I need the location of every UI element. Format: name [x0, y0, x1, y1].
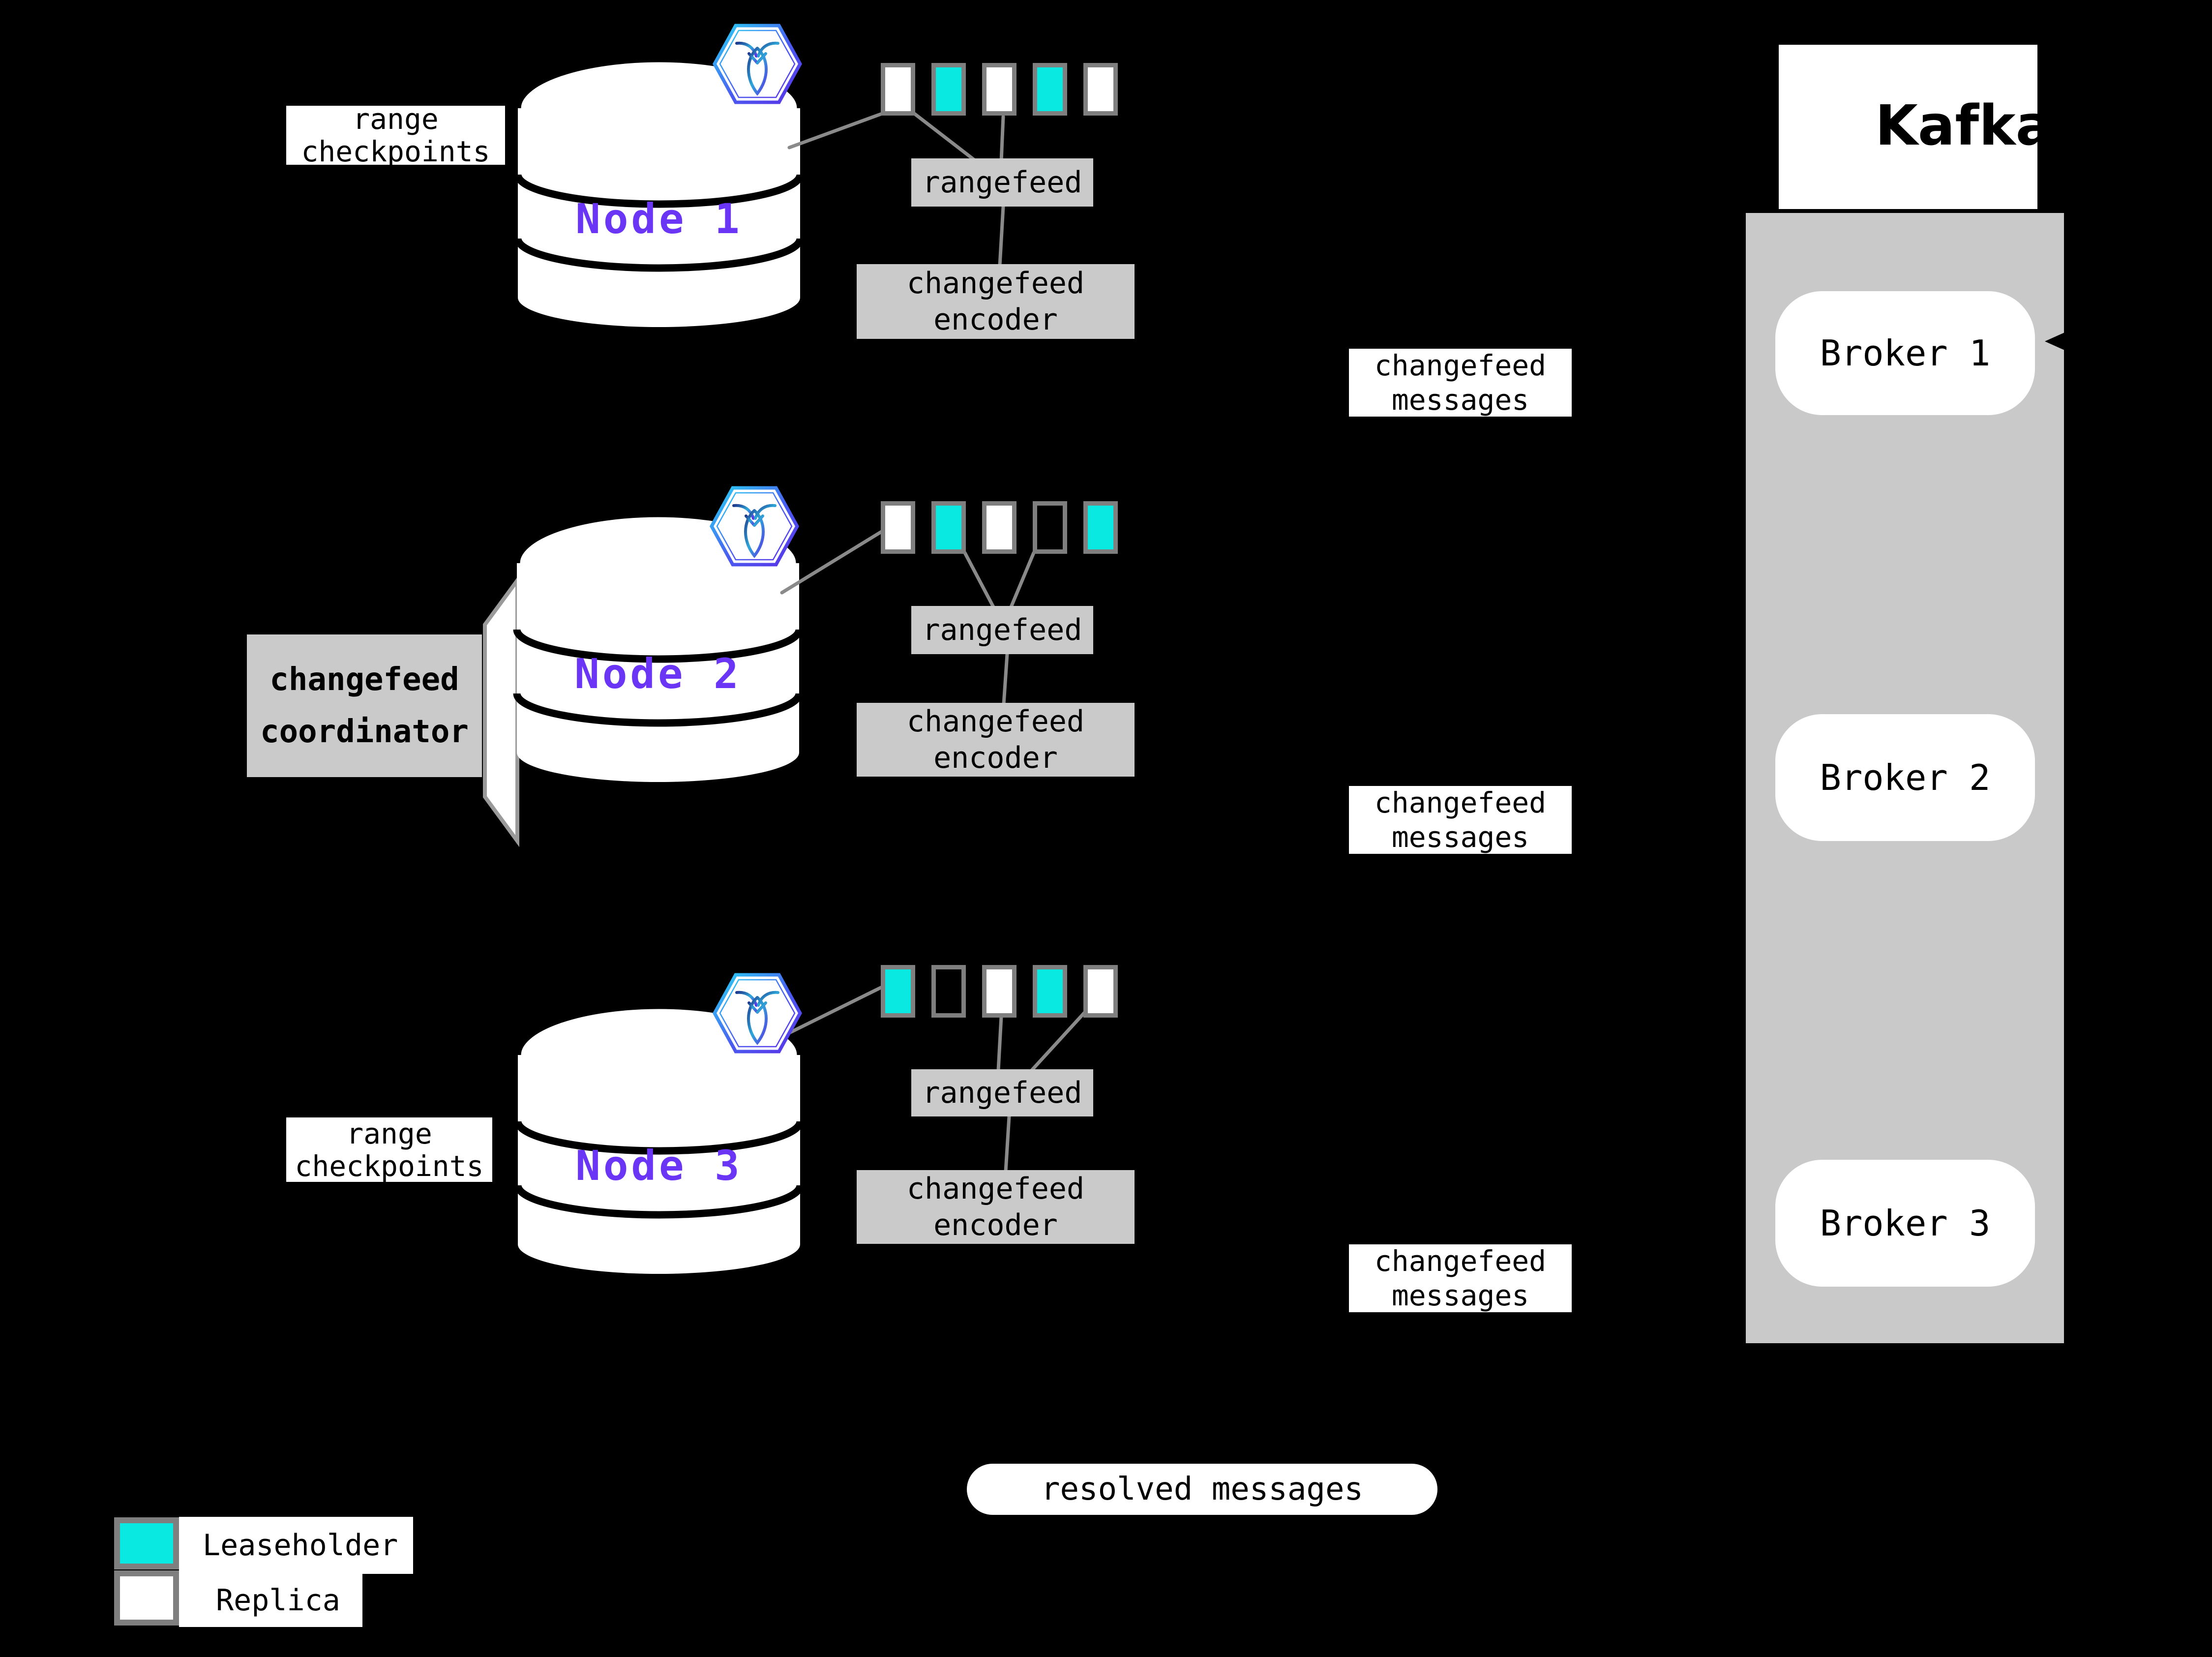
legend-leaseholder-label: Leaseholder — [179, 1517, 413, 1574]
range-rect — [881, 965, 915, 1018]
kafka-brand-box: Kafka — [1779, 45, 2053, 209]
range-checkpoints-label-bottom: range checkpoints — [286, 1117, 492, 1182]
range-rect — [982, 501, 1016, 554]
connector-lines — [780, 111, 1087, 1174]
resolved-messages-label: resolved messages — [967, 1464, 1437, 1515]
range-rect — [1083, 63, 1118, 116]
range-rect — [1033, 63, 1067, 116]
encoder-line2: encoder — [933, 302, 1058, 337]
legend-replica-swatch — [114, 1570, 179, 1626]
rangefeed-box: rangefeed — [911, 1069, 1093, 1116]
range-rect — [982, 63, 1016, 116]
range-rect — [982, 965, 1016, 1018]
changefeed-encoder-box: changefeed encoder — [857, 703, 1135, 777]
range-rect — [931, 63, 966, 116]
encoder-line1: changefeed — [906, 1172, 1085, 1206]
rangefeed-box: rangefeed — [911, 606, 1093, 654]
messages-line2: messages — [1391, 383, 1529, 417]
encoder-line1: changefeed — [906, 266, 1085, 301]
changefeed-encoder-box: changefeed encoder — [857, 264, 1135, 339]
messages-line1: changefeed — [1374, 1244, 1547, 1278]
resolved-messages-arrowhead-icon — [2045, 329, 2073, 354]
range-checkpoints-label-top: range checkpoints — [286, 102, 505, 168]
coordinator-line2: coordinator — [260, 714, 469, 750]
coordinator-panel-shape — [483, 574, 519, 847]
node3-label: Node 3 — [575, 1142, 743, 1190]
node1-label: Node 1 — [575, 195, 743, 243]
kafka-brand-text: Kafka — [1875, 94, 2053, 158]
broker-box: Broker 1 — [1775, 291, 2035, 415]
range-rect — [1083, 965, 1118, 1018]
changefeed-messages-label: changefeed messages — [1349, 349, 1572, 417]
messages-line2: messages — [1391, 1279, 1529, 1312]
range-rect — [881, 63, 915, 116]
range-checkpoints-line2: checkpoints — [301, 135, 490, 168]
node2-label: Node 2 — [574, 650, 742, 698]
changefeed-messages-label: changefeed messages — [1349, 786, 1572, 854]
rangefeed-box: rangefeed — [911, 158, 1093, 207]
messages-line2: messages — [1391, 820, 1529, 854]
range-checkpoints-line2: checkpoints — [295, 1149, 484, 1183]
coordinator-line1: changefeed — [269, 662, 459, 698]
range-checkpoints-line1: range — [346, 1116, 432, 1150]
encoder-line2: encoder — [933, 1208, 1058, 1242]
changefeed-encoder-box: changefeed encoder — [857, 1170, 1135, 1244]
range-rect — [1083, 501, 1118, 554]
range-rect — [931, 501, 966, 554]
range-rect — [931, 965, 966, 1018]
broker-box: Broker 3 — [1775, 1160, 2035, 1287]
legend-replica-label: Replica — [179, 1574, 362, 1627]
range-rect — [881, 501, 915, 554]
encoder-line2: encoder — [933, 741, 1058, 775]
encoder-line1: changefeed — [906, 704, 1085, 739]
range-rect — [1033, 501, 1067, 554]
range-rect — [1033, 965, 1067, 1018]
messages-line1: changefeed — [1374, 786, 1547, 819]
messages-line1: changefeed — [1374, 349, 1547, 382]
changefeed-coordinator-box: changefeed coordinator — [247, 634, 482, 777]
legend-leaseholder-swatch — [114, 1517, 179, 1569]
changefeed-messages-label: changefeed messages — [1349, 1244, 1572, 1312]
broker-box: Broker 2 — [1775, 714, 2035, 841]
range-checkpoints-line1: range — [353, 102, 439, 136]
